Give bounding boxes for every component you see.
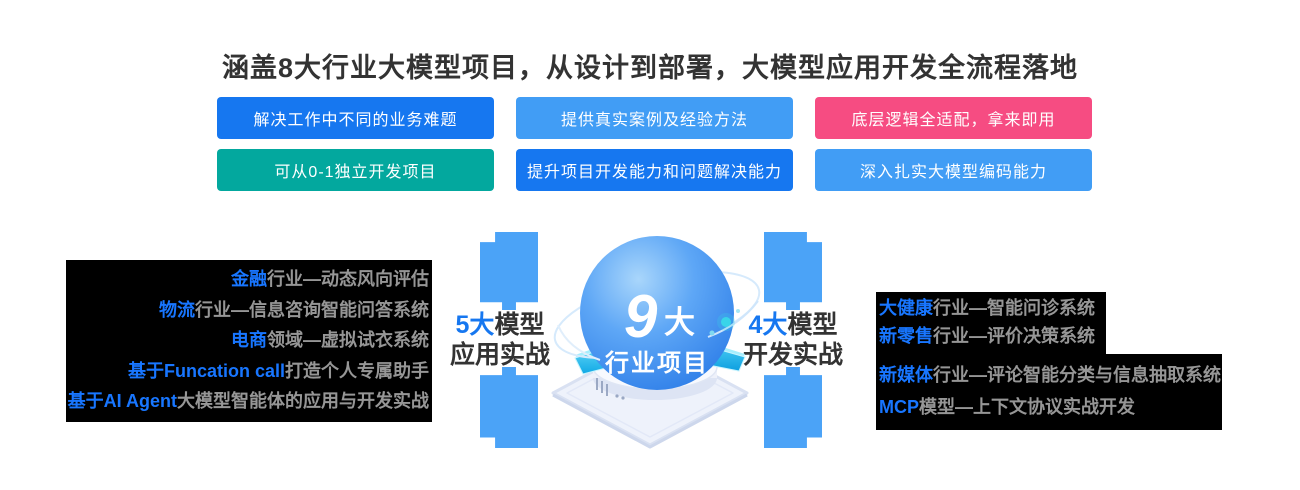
feature-pill-zero-to-one: 可从0-1独立开发项目 (217, 149, 494, 191)
feature-pill-underlying-logic: 底层逻辑全适配，拿来即用 (815, 97, 1092, 139)
left-project-list: 金融行业—动态风向评估 物流行业—信息咨询智能问答系统 电商领域—虚拟试衣系统 … (66, 260, 432, 422)
center-platform-illustration: 9 大 行业项目 (440, 225, 860, 460)
feature-pill-real-cases: 提供真实案例及经验方法 (516, 97, 793, 139)
left-stat-line2: 应用实战 (449, 341, 550, 369)
left-pillar-top-decoration (480, 232, 538, 310)
sphere-label: 行业项目 (604, 349, 709, 377)
sphere-badge: 9 大 行业项目 (580, 236, 734, 390)
list-item-retail: 新零售行业—评价决策系统 (879, 326, 1095, 347)
feature-pill-dev-ability: 提升项目开发能力和问题解决能力 (516, 149, 793, 191)
left-stat-label: 5大模型 应用实战 (442, 310, 558, 370)
platform-sphere-graphic: 9 大 行业项目 (551, 236, 761, 449)
right-stat-line2: 开发实战 (742, 341, 843, 369)
list-item-health: 大健康行业—智能问诊系统 (879, 298, 1095, 319)
feature-pill-coding-ability: 深入扎实大模型编码能力 (815, 149, 1092, 191)
feature-pill-grid: 解决工作中不同的业务难题 提供真实案例及经验方法 底层逻辑全适配，拿来即用 可从… (217, 97, 1092, 191)
list-item-finance: 金融行业—动态风向评估 (231, 269, 429, 289)
orbit-ring-front (557, 300, 759, 361)
left-pillar-bottom-decoration (480, 367, 538, 448)
right-project-list-bottom: 新媒体行业—评论智能分类与信息抽取系统 MCP模型—上下文协议实战开发 (876, 354, 1222, 430)
sphere-number-unit: 大 (664, 305, 695, 340)
list-item-ai-agent: 基于AI Agent大模型智能体的应用与开发实战 (67, 391, 429, 412)
list-item-function-call: 基于Funcation call打造个人专属助手 (127, 360, 429, 381)
list-item-new-media: 新媒体行业—评论智能分类与信息抽取系统 (879, 364, 1221, 385)
left-stat-line1: 5大模型 (455, 311, 545, 339)
right-stat-line1: 4大模型 (748, 311, 838, 339)
list-item-ecommerce: 电商领域—虚拟试衣系统 (231, 330, 429, 351)
vent-lines (596, 378, 608, 396)
right-stat-label: 4大模型 开发实战 (735, 310, 851, 370)
feature-pill-business-problems: 解决工作中不同的业务难题 (217, 97, 494, 139)
list-item-mcp: MCP模型—上下文协议实战开发 (879, 397, 1135, 418)
right-project-list-top: 大健康行业—智能问诊系统 新零售行业—评价决策系统 (876, 292, 1106, 354)
list-item-logistics: 物流行业—信息咨询智能问答系统 (159, 299, 429, 320)
sphere-number: 9 (624, 283, 658, 350)
page-title: 涵盖8大行业大模型项目，从设计到部署，大模型应用开发全流程落地 (221, 53, 1078, 83)
